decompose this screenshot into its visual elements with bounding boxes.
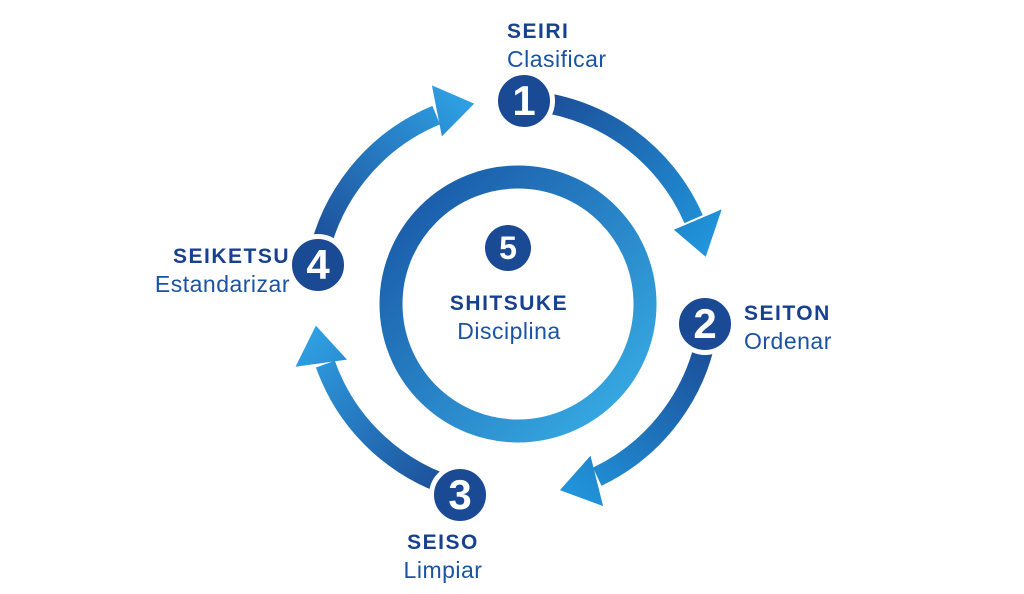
step-2-name: SEITON [744, 302, 831, 325]
step-2-label: SEITON Ordenar [744, 301, 832, 355]
step-1-badge: 1 [493, 70, 555, 132]
step-1-translation: Clasificar [507, 46, 607, 72]
step-4-label: SEIKETSU Estandarizar [90, 244, 290, 298]
step-2-badge: 2 [674, 293, 736, 355]
arrowhead-3-4-icon [295, 325, 347, 367]
step-4-number: 4 [306, 241, 330, 288]
step-5-translation: Disciplina [457, 318, 561, 344]
step-4-badge: 4 [287, 234, 349, 296]
step-2-number: 2 [693, 300, 717, 347]
step-1-name: SEIRI [507, 20, 570, 43]
step-4-translation: Estandarizar [154, 271, 290, 297]
step-5-name: SHITSUKE [449, 292, 569, 315]
step-3-translation: Limpiar [403, 557, 483, 583]
center-ring [379, 165, 657, 443]
step-3-label: SEISO Limpiar [404, 530, 483, 584]
arrowhead-4-1-icon [431, 85, 475, 137]
step-3-name: SEISO [407, 531, 479, 554]
arrowhead-1-2-icon [673, 209, 722, 257]
step-5-badge: 5 [485, 225, 531, 271]
arrowhead-2-3-icon [559, 455, 604, 507]
step-3-badge: 3 [429, 464, 491, 526]
step-4-name: SEIKETSU [172, 245, 290, 268]
step-5-number: 5 [499, 230, 517, 266]
step-1-number: 1 [512, 77, 536, 124]
step-5-label: SHITSUKE Disciplina [450, 291, 568, 345]
step-3-number: 3 [448, 471, 472, 518]
step-1-label: SEIRI Clasificar [507, 19, 607, 73]
step-2-translation: Ordenar [744, 328, 832, 354]
